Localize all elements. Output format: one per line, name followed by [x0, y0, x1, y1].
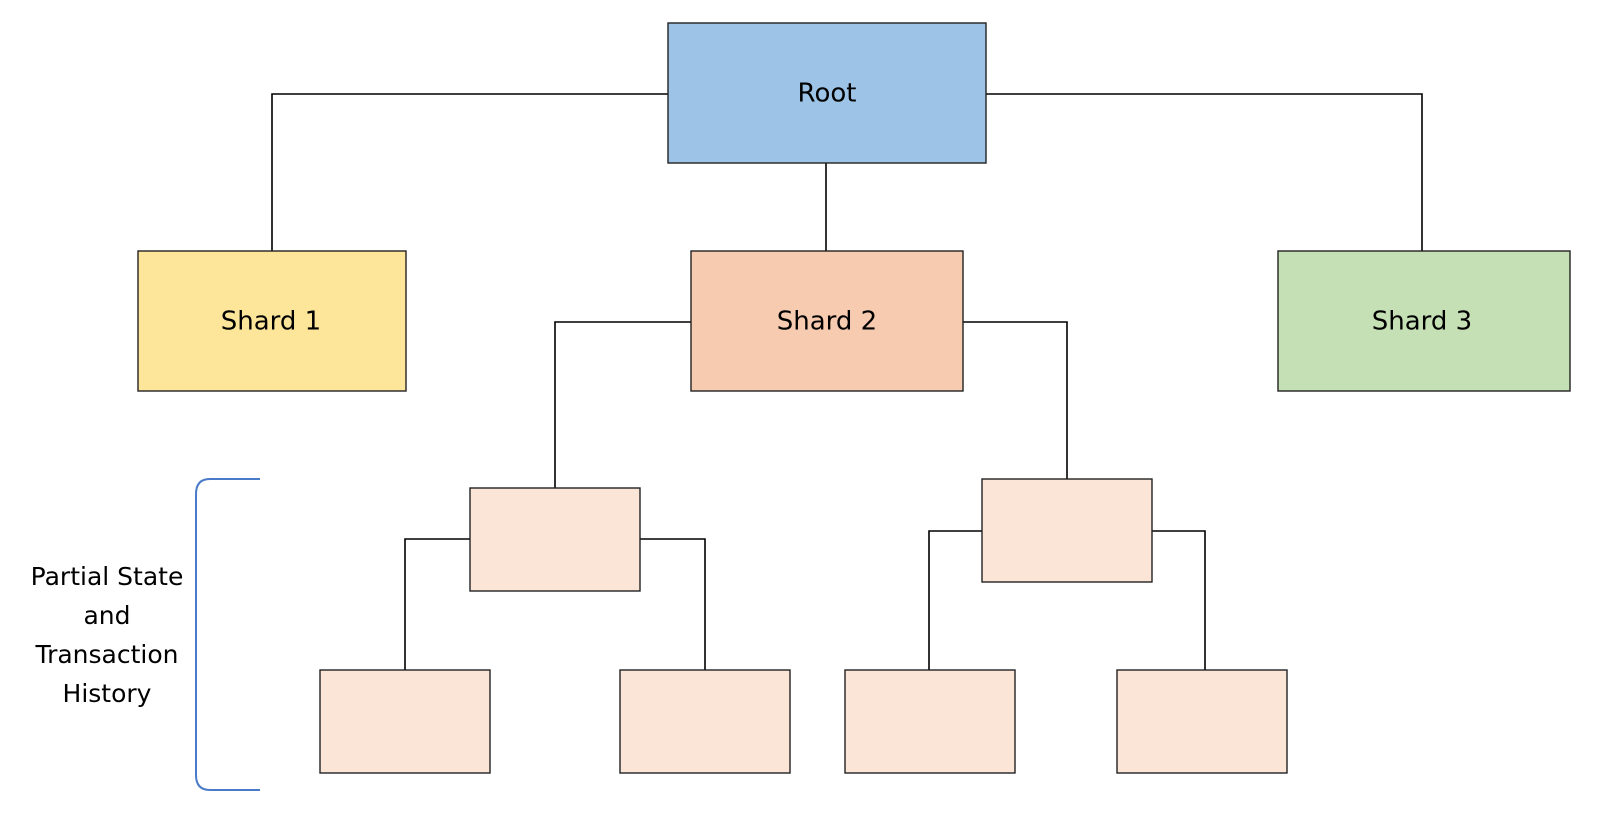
root-node[interactable]: Root [667, 22, 987, 164]
shard2-node[interactable]: Shard 2 [690, 250, 964, 392]
side-label: Partial State and Transaction History [31, 562, 184, 708]
shard3-label: Shard 3 [1372, 307, 1472, 337]
subtree-leaf-1[interactable] [319, 669, 491, 774]
shard2-box [690, 250, 964, 392]
shard1-node[interactable]: Shard 1 [137, 250, 407, 392]
subtree-leaf-3[interactable] [844, 669, 1016, 774]
shard1-box [137, 250, 407, 392]
edge-root-shard1 [271, 93, 670, 251]
shard3-node[interactable]: Shard 3 [1277, 250, 1571, 392]
left-bracket [195, 478, 260, 791]
root-box [667, 22, 987, 164]
root-label: Root [798, 79, 857, 109]
edge-shard2-left [554, 321, 691, 488]
shard2-subtree [319, 478, 1288, 774]
subtree-leaf-4[interactable] [1116, 669, 1288, 774]
edge-shard2-right [963, 321, 1068, 479]
side-label-line-1: Partial State [31, 562, 184, 591]
edge-root-shard3 [986, 93, 1423, 251]
shard1-label: Shard 1 [221, 307, 321, 337]
subtree-node-right[interactable] [981, 478, 1153, 583]
side-label-line-3: Transaction [34, 640, 178, 669]
connector-lines [271, 93, 1423, 670]
subtree-leaf-2[interactable] [619, 669, 791, 774]
shard2-label: Shard 2 [777, 307, 877, 337]
side-label-line-4: History [63, 679, 152, 708]
edge-right-leaf3 [928, 530, 982, 670]
side-label-line-2: and [83, 601, 130, 630]
shard3-box [1277, 250, 1571, 392]
subtree-node-left[interactable] [469, 487, 641, 592]
edge-left-leaf2 [640, 538, 706, 670]
edge-left-leaf1 [404, 538, 470, 670]
edge-right-leaf4 [1152, 530, 1206, 670]
